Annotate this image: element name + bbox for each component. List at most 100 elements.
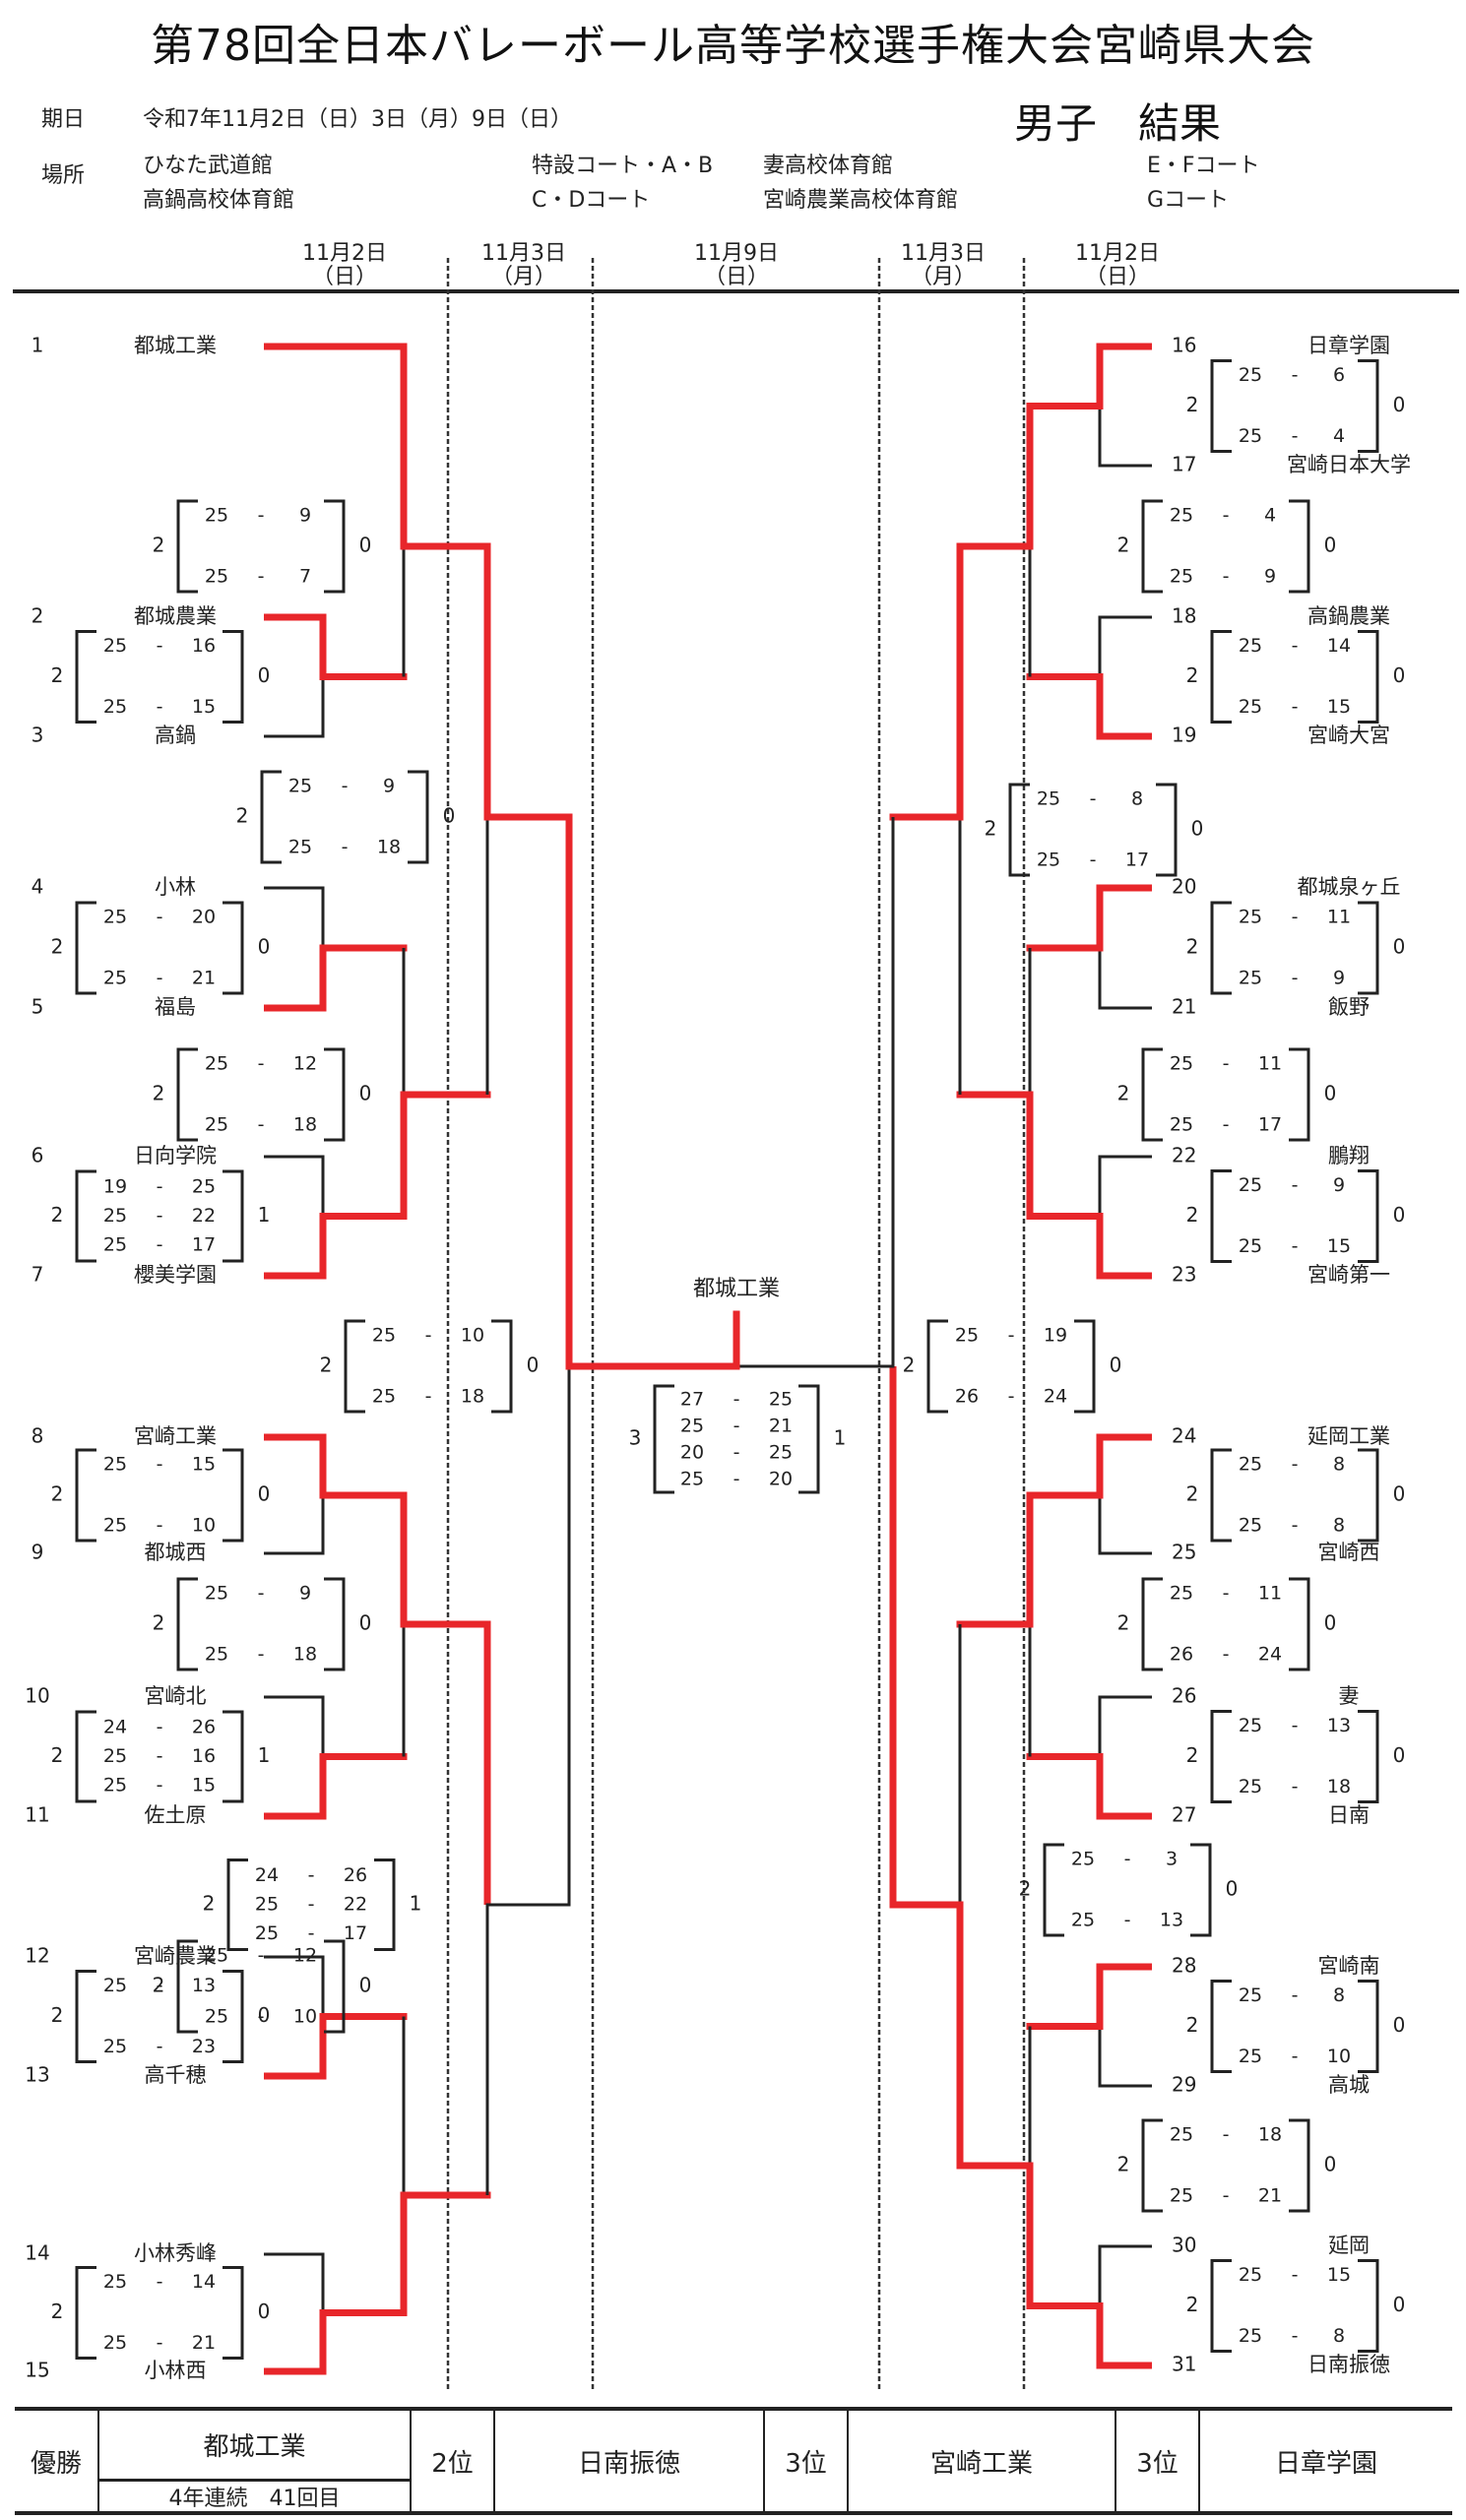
match-right-r1-sets-won: 2: [1186, 1482, 1199, 1506]
match-right-r1-left-bracket: [1210, 1710, 1232, 1803]
match-left-r1-set-dash: -: [157, 1205, 163, 1227]
match-left-r2-right-bracket: [324, 1577, 346, 1671]
match-left-r2-sets-lost: 0: [359, 1611, 372, 1635]
match-right-r1-set-score: 8: [1333, 2325, 1345, 2347]
match-left-r1-set-score: 25: [103, 1515, 127, 1537]
team-seed: 22: [1172, 1144, 1196, 1167]
match-right-r1-set-score: 25: [1239, 1174, 1262, 1196]
match-left-r2-set-score: 7: [299, 566, 311, 588]
match-right-r1-right-bracket: [1358, 1169, 1379, 1263]
first-place-label: 優勝: [15, 2411, 99, 2511]
match-left-r1-set-score: 25: [103, 635, 127, 657]
match-right-r2-set-score: 21: [1258, 2185, 1282, 2207]
match-right-r2-set-dash: -: [1223, 1583, 1230, 1605]
match-right-r1-set-score: 14: [1327, 635, 1351, 657]
match-left-qf-sets-lost: 1: [410, 1892, 422, 1916]
match-left-r1-sets-lost: 0: [258, 1482, 271, 1506]
column-weekday: （日）: [312, 265, 377, 289]
match-left-r1-set-dash: -: [157, 1717, 163, 1738]
match-right-r1-left-bracket: [1210, 359, 1232, 453]
match-right-r1-set-score: 18: [1327, 1776, 1351, 1797]
match-right-r1-set-dash: -: [1292, 2046, 1299, 2067]
match-right-r1-set-score: 25: [1239, 1454, 1262, 1476]
match-right-r1-right-bracket: [1358, 2259, 1379, 2353]
team-seed: 23: [1172, 1263, 1196, 1287]
team-seed: 21: [1172, 995, 1196, 1019]
team-name: 宮崎大宮: [1307, 724, 1390, 747]
match-right-r2-sets-won: 2: [1117, 1611, 1130, 1635]
match-left-r2-sets-won: 2: [153, 1082, 165, 1105]
match-left-sf-set-dash: -: [425, 1325, 432, 1347]
match-left-qf-left-bracket: [260, 770, 282, 864]
match-right-r1-sets-won: 2: [1186, 2013, 1199, 2037]
match-left-r1-sets-lost: 1: [258, 1743, 271, 1767]
match-right-r2-set-score: 25: [1170, 566, 1193, 588]
match-right-qf-set-dash: -: [1124, 1910, 1131, 1931]
match-right-r2-right-bracket: [1289, 2118, 1310, 2213]
match-right-r1-left-bracket: [1210, 1980, 1232, 2073]
team-name: 延岡工業: [1307, 1424, 1390, 1448]
match-right-r1-right-bracket: [1358, 901, 1379, 995]
match-left-qf-set-score: 25: [288, 837, 312, 858]
match-left-qf-set-dash: -: [308, 1864, 315, 1886]
match-right-r1-set-dash: -: [1292, 1984, 1299, 2006]
match-right-r1-set-score: 8: [1333, 1515, 1345, 1537]
match-left-r1-set-score: 16: [192, 1745, 216, 1767]
match-left-r1-set-dash: -: [157, 635, 163, 657]
team-seed: 13: [25, 2063, 49, 2087]
match-right-qf-set-dash: -: [1124, 1849, 1131, 1870]
team-name: 宮崎南: [1318, 1954, 1380, 1978]
match-right-r1-set-dash: -: [1292, 364, 1299, 386]
team-name: 日章学園: [1307, 334, 1390, 357]
match-left-r1-left-bracket: [75, 901, 96, 995]
match-left-qf-set-score: 17: [344, 1922, 367, 1944]
team-seed: 3: [32, 724, 44, 747]
match-right-r1-sets-lost: 0: [1393, 663, 1406, 687]
team-name: 櫻美学園: [134, 1263, 217, 1287]
match-right-r1-left-bracket: [1210, 1169, 1232, 1263]
match-right-r2-set-score: 24: [1258, 1644, 1282, 1666]
team-seed: 4: [32, 875, 44, 899]
match-left-r2-set-dash: -: [258, 1583, 265, 1605]
column-date: 11月3日: [481, 241, 566, 266]
match-right-qf-set-score: 8: [1131, 788, 1143, 810]
bracket-line: [264, 1433, 327, 1495]
match-left-r2-sets-won: 2: [153, 1974, 165, 1997]
match-right-r1-set-dash: -: [1292, 1515, 1299, 1537]
match-right-r2-sets-lost: 0: [1324, 1082, 1337, 1105]
match-right-r1-set-dash: -: [1292, 907, 1299, 928]
match-right-r2-set-score: 25: [1170, 1114, 1193, 1136]
match-left-r2-set-score: 12: [293, 1945, 317, 1967]
match-right-r2-sets-won: 2: [1117, 1082, 1130, 1105]
match-left-r2-left-bracket: [176, 1047, 198, 1142]
match-right-r1-sets-won: 2: [1186, 393, 1199, 416]
match-right-qf-set-score: 25: [1071, 1910, 1095, 1931]
match-right-r2-set-score: 4: [1264, 505, 1276, 527]
match-left-r2-set-dash: -: [258, 2006, 265, 2028]
team-seed: 29: [1172, 2073, 1196, 2097]
match-left-qf-set-dash: -: [342, 837, 349, 858]
team-seed: 28: [1172, 1954, 1196, 1978]
match-left-r1-set-score: 15: [192, 1454, 216, 1476]
match-left-r1-set-score: 16: [192, 635, 216, 657]
match-right-r1-sets-won: 2: [1186, 1743, 1199, 1767]
match-right-r1-set-score: 25: [1239, 696, 1262, 718]
team-name: 高鍋: [155, 724, 196, 747]
match-left-qf-set-dash: -: [308, 1922, 315, 1944]
match-right-r1-set-score: 15: [1327, 696, 1351, 718]
venue-court-4: Gコート: [1147, 188, 1230, 213]
match-left-sf-sets-lost: 0: [527, 1354, 540, 1377]
match-right-r1-right-bracket: [1358, 1710, 1379, 1803]
bracket-line: [1096, 343, 1152, 407]
result-heading: 男子 結果: [1014, 99, 1222, 148]
team-seed: 16: [1172, 334, 1196, 357]
match-final-set-score: 27: [680, 1389, 704, 1411]
column-weekday: （月）: [491, 265, 556, 289]
bracket-line: [1098, 2244, 1152, 2306]
match-left-r1-right-bracket: [223, 1448, 244, 1543]
match-left-qf-sets-lost: 0: [443, 804, 456, 828]
bracket-line: [264, 2252, 325, 2313]
bracket-line: [264, 613, 327, 677]
team-seed: 27: [1172, 1803, 1196, 1827]
match-left-r2-set-dash: -: [258, 1644, 265, 1666]
